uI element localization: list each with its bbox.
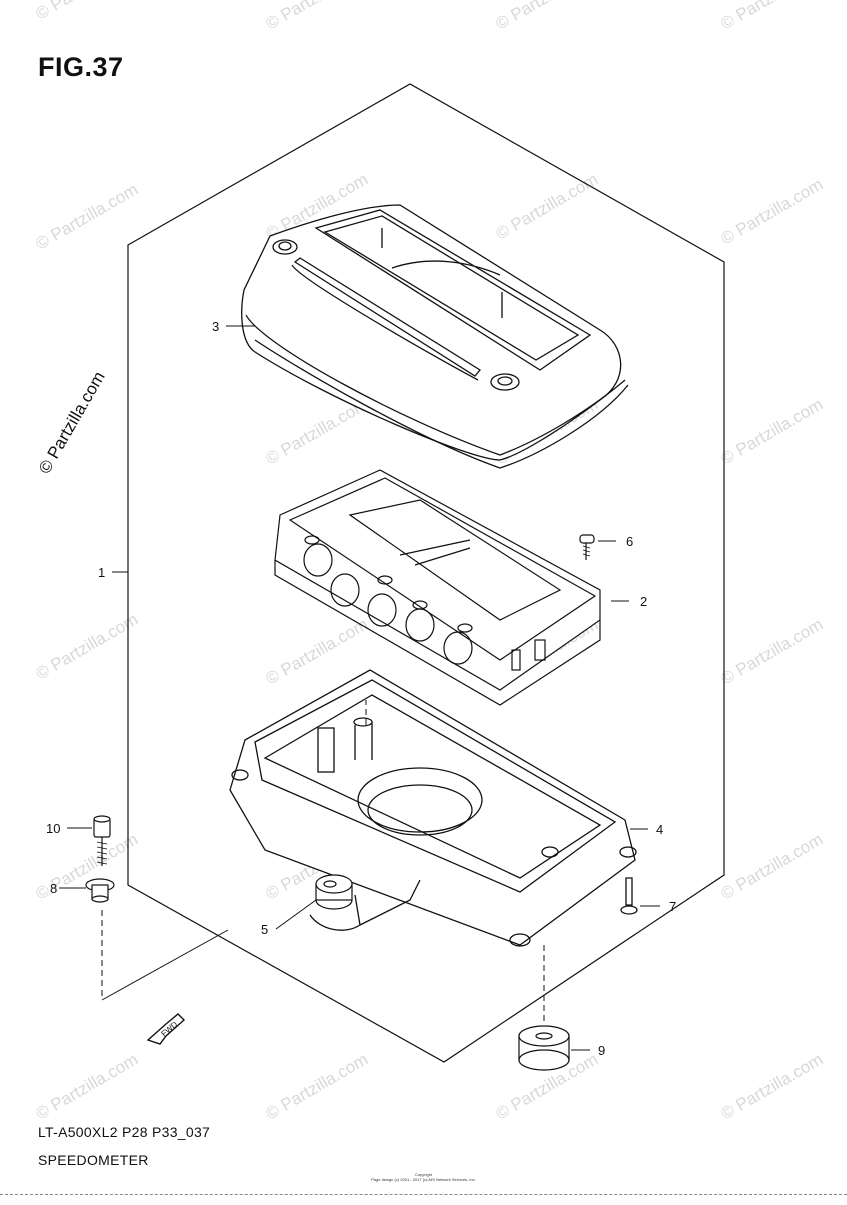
watermark: © Partzilla.com <box>33 610 142 684</box>
callout-5: 5 <box>261 922 268 937</box>
watermark: © Partzilla.com <box>33 180 142 254</box>
watermark: © Partzilla.com <box>718 615 827 689</box>
model-code: LT-A500XL2 P28 P33_037 <box>38 1124 211 1140</box>
collar-8-part <box>85 878 115 903</box>
callout-8: 8 <box>50 881 57 896</box>
meter-unit-part <box>274 469 601 706</box>
callouts: 1 2 3 4 5 6 7 8 9 10 <box>46 319 676 1058</box>
side-watermark: © Partzilla.com <box>35 368 109 477</box>
callout-9: 9 <box>598 1043 605 1058</box>
watermark: © Partzilla.com <box>718 1050 827 1124</box>
bottom-divider <box>0 1194 847 1195</box>
figure-title: FIG.37 <box>38 52 124 82</box>
watermark: © Partzilla.com <box>263 615 372 689</box>
cover-part <box>241 204 629 469</box>
callout-2: 2 <box>640 594 647 609</box>
assembly-boundary <box>127 83 725 1063</box>
copyright-line-1: Copyright <box>414 1172 433 1177</box>
callout-7: 7 <box>669 899 676 914</box>
watermark: © Partzilla.com <box>263 1050 372 1124</box>
watermark: © Partzilla.com <box>33 0 142 23</box>
watermark: © Partzilla.com <box>493 0 602 33</box>
callout-4: 4 <box>656 822 663 837</box>
callout-1: 1 <box>98 565 105 580</box>
watermark: © Partzilla.com <box>718 395 827 469</box>
grommet-5-part <box>315 874 353 910</box>
watermark: © Partzilla.com <box>718 0 827 33</box>
copyright-notice: Copyright Page design (c) 2001 - 2017 (c… <box>0 1172 847 1182</box>
grommet-9-part <box>518 1025 570 1071</box>
case-part <box>229 669 638 947</box>
watermark: © Partzilla.com <box>263 0 372 33</box>
bolt-10-part <box>93 815 111 866</box>
copyright-line-2: Page design (c) 2001 - 2017 (c) ARI Netw… <box>371 1177 476 1182</box>
callout-10: 10 <box>46 821 60 836</box>
watermark: © Partzilla.com <box>718 830 827 904</box>
callout-6: 6 <box>626 534 633 549</box>
forward-direction-arrow: FWD <box>146 1013 186 1045</box>
part-group-name: SPEEDOMETER <box>38 1152 149 1168</box>
leader-lines <box>59 325 660 1051</box>
watermark: © Partzilla.com <box>33 830 142 904</box>
watermark: © Partzilla.com <box>493 170 602 244</box>
watermark: © Partzilla.com <box>718 175 827 249</box>
watermark: © Partzilla.com <box>33 1050 142 1124</box>
callout-3: 3 <box>212 319 219 334</box>
